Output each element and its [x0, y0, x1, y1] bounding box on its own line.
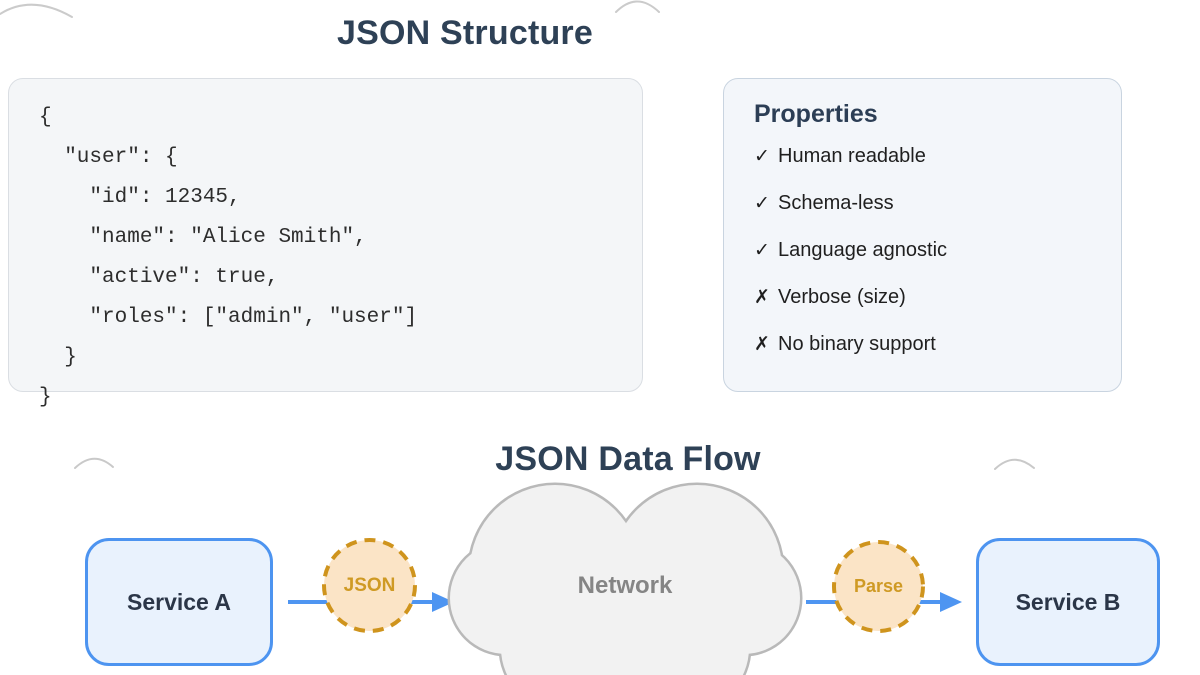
code-line: "name": "Alice Smith",	[39, 226, 367, 249]
parse-node: Parse	[830, 538, 927, 635]
check-icon: ✓	[754, 146, 770, 167]
service-b-label: Service B	[1015, 588, 1121, 615]
property-item: ✓ Schema-less	[754, 189, 1101, 217]
service-a-node: Service A	[85, 538, 273, 666]
property-item: ✓ Language agnostic	[754, 236, 1101, 264]
structure-section-title: JSON Structure	[337, 14, 593, 52]
parse-node-label: Parse	[853, 576, 904, 596]
service-a-label: Service A	[127, 588, 231, 615]
arrowhead-icon	[940, 592, 962, 612]
json-serialize-node: JSON	[320, 536, 419, 635]
arc-top-left	[0, 3, 73, 18]
code-line: }	[39, 346, 77, 369]
network-cloud-icon	[447, 482, 803, 675]
cross-icon: ✗	[754, 334, 770, 355]
code-line: "user": {	[39, 146, 178, 169]
property-label: Verbose (size)	[778, 286, 906, 308]
code-line: "id": 12345,	[39, 186, 241, 209]
network-label: Network	[577, 572, 673, 599]
property-label: Schema-less	[778, 192, 894, 214]
property-item: ✗ Verbose (size)	[754, 283, 1101, 311]
check-icon: ✓	[754, 193, 770, 214]
property-label: Human readable	[778, 145, 926, 167]
json-code-panel: { "user": { "id": 12345, "name": "Alice …	[8, 78, 643, 409]
property-label: No binary support	[778, 333, 936, 355]
code-line: "roles": ["admin", "user"]	[39, 306, 418, 329]
property-item: ✓ Human readable	[754, 142, 1101, 170]
arrowhead-icon	[432, 592, 454, 612]
check-icon: ✓	[754, 240, 770, 261]
arc-mid-left	[74, 457, 114, 469]
service-b-node: Service B	[976, 538, 1160, 666]
properties-title: Properties	[754, 100, 878, 128]
json-node-label: JSON	[343, 574, 396, 596]
property-label: Language agnostic	[778, 239, 948, 261]
dashed-circle-icon	[322, 538, 417, 633]
dashed-circle-icon	[832, 540, 925, 633]
properties-panel: Properties ✓Human readable ✓Schema-less …	[723, 78, 1122, 392]
flow-section-title: JSON Data Flow	[495, 440, 761, 478]
cross-icon: ✗	[754, 287, 770, 308]
arc-top-middle	[615, 0, 660, 13]
code-line: }	[39, 386, 52, 409]
code-line: "active": true,	[39, 266, 279, 289]
property-item: ✗ No binary support	[754, 330, 1101, 358]
code-line: {	[39, 106, 52, 129]
